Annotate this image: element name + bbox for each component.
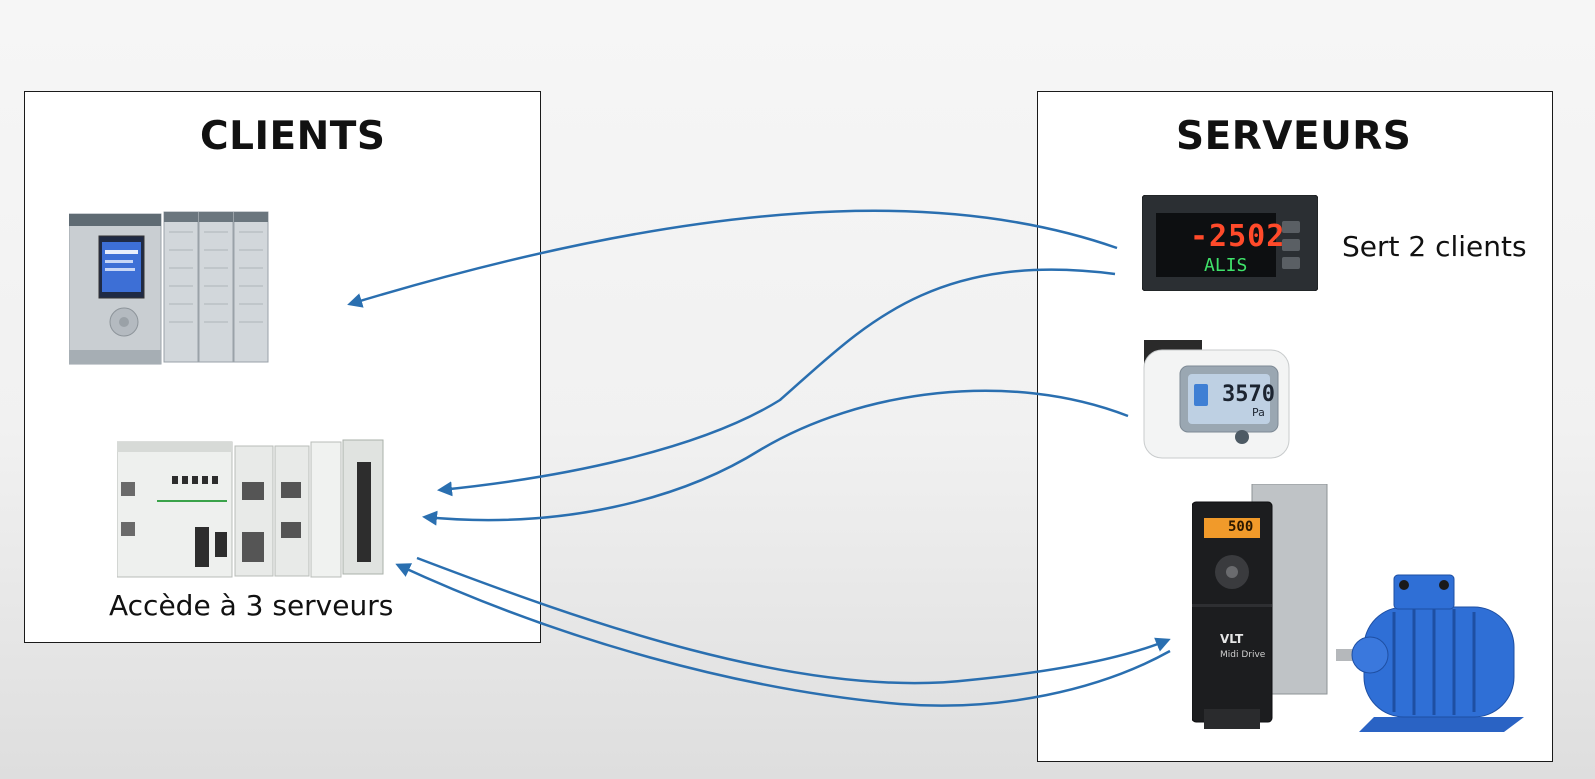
vlt-drive-model: Midi Drive xyxy=(1220,650,1266,660)
panel-controller-image: -2502 ALIS xyxy=(1142,195,1318,291)
vlt-drive-reading: 500 xyxy=(1228,519,1254,535)
pressure-sensor-image: 3570 Pa xyxy=(1142,340,1292,460)
electric-motor-image xyxy=(1336,574,1524,732)
clients-panel: CLIENTS xyxy=(24,91,541,643)
pressure-sensor-reading: 3570 xyxy=(1222,382,1275,407)
plc-siemens-image xyxy=(69,211,269,365)
clients-caption: Accède à 3 serveurs xyxy=(109,589,394,622)
servers-caption: Sert 2 clients xyxy=(1342,230,1527,263)
servers-title: SERVEURS xyxy=(1176,114,1412,159)
plc-schneider-image xyxy=(117,439,384,578)
panel-controller-subtext: ALIS xyxy=(1204,255,1248,276)
vlt-drive-brand: VLT xyxy=(1220,632,1244,646)
servers-panel: SERVEURS -2502 ALIS Sert 2 clients 3570 … xyxy=(1037,91,1553,762)
pressure-sensor-unit: Pa xyxy=(1252,406,1265,419)
panel-controller-reading: -2502 xyxy=(1190,219,1286,254)
clients-title: CLIENTS xyxy=(200,114,386,159)
vlt-drive-image: 500 VLT Midi Drive xyxy=(1192,484,1332,734)
arrow-controller-to-schneider xyxy=(437,268,1116,497)
